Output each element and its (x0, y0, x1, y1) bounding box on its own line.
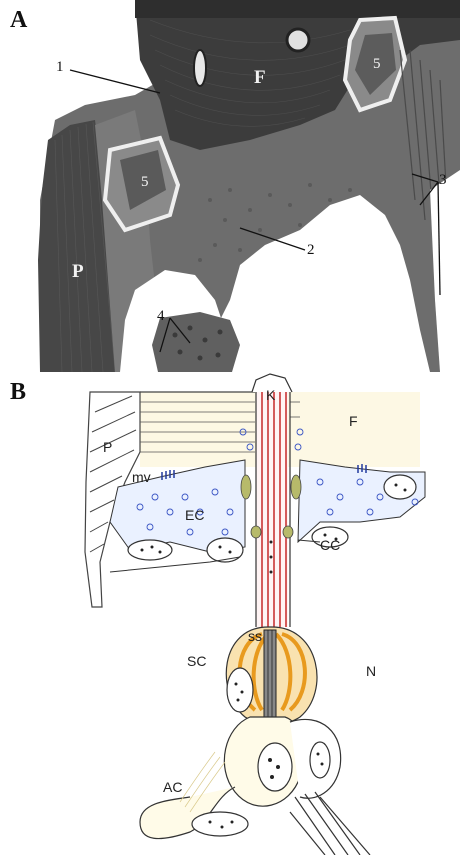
label-a-3: 3 (439, 173, 447, 188)
label-b-ss: ss (248, 629, 262, 643)
label-a-5-right: 5 (373, 57, 381, 72)
label-b-n: N (366, 664, 376, 678)
label-b-f: F (349, 414, 358, 428)
panel-b-drawing (0, 372, 460, 855)
region-4 (152, 312, 240, 372)
label-a-f: F (254, 68, 266, 87)
sensory-canal (256, 392, 288, 627)
label-a-2: 2 (307, 243, 315, 258)
label-b-cc: CC (320, 538, 340, 552)
label-b-p: P (103, 440, 112, 454)
panel-a-letter: A (10, 8, 27, 32)
label-b-k: K (266, 388, 275, 402)
label-b-ec: EC (185, 508, 204, 522)
label-a-4: 4 (157, 309, 165, 324)
panel-a-micrograph (0, 0, 460, 372)
label-a-p: P (72, 262, 84, 281)
label-b-ac: AC (163, 780, 182, 794)
label-b-mv: mv (132, 470, 151, 484)
panel-b-letter: B (10, 380, 26, 404)
label-a-5-left: 5 (141, 175, 149, 190)
label-a-1: 1 (56, 60, 64, 75)
label-b-sc: SC (187, 654, 206, 668)
